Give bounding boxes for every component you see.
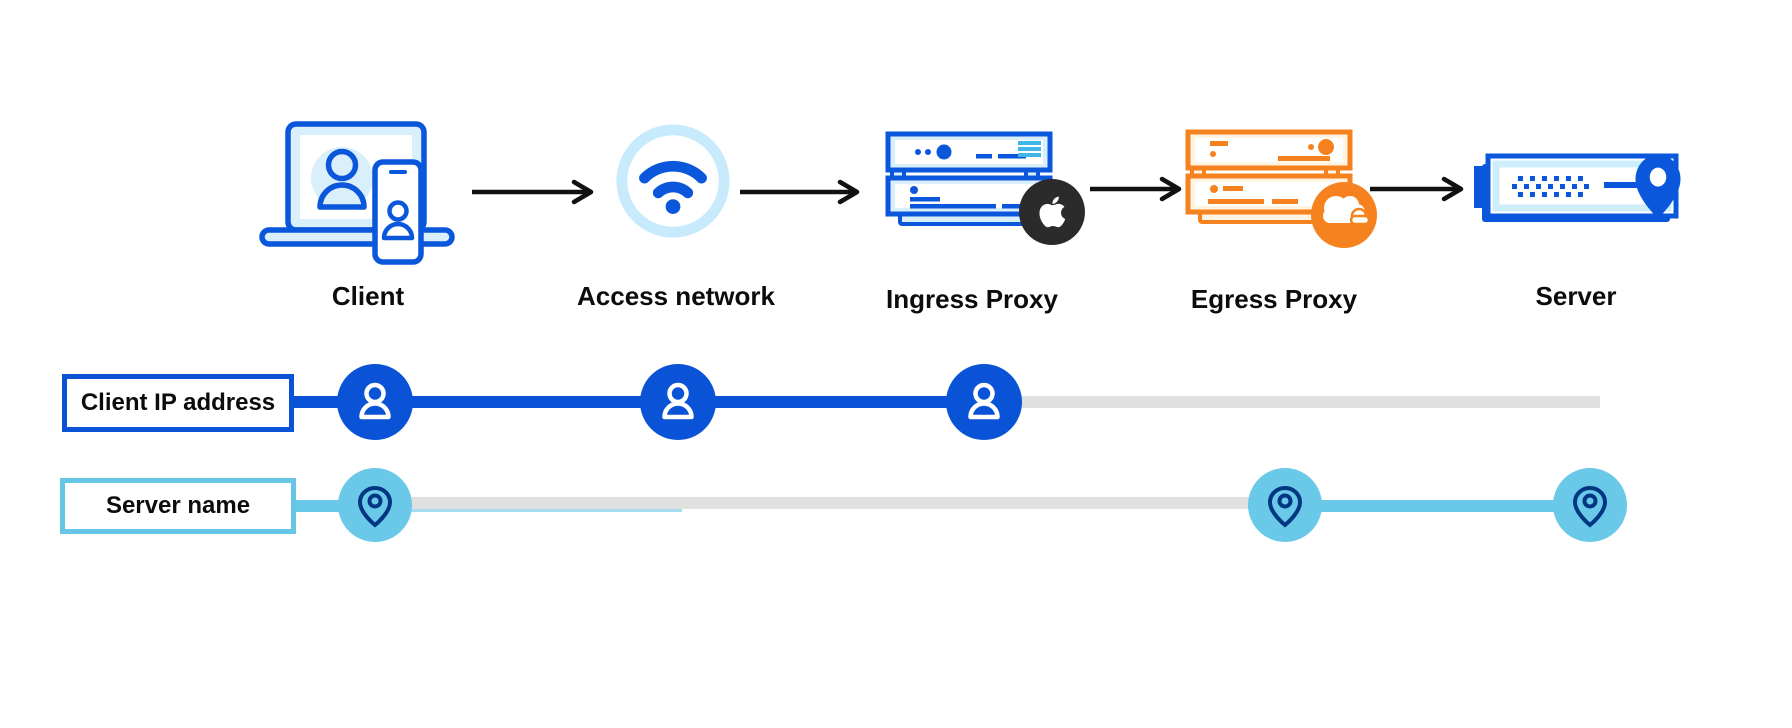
node-label-access-network: Access network [577, 281, 775, 311]
server-rack-icon [885, 131, 1085, 245]
client-ip-address-label: Client IP address [80, 389, 276, 416]
person-icon [359, 382, 391, 420]
pin-marker-egress-proxy [1248, 468, 1322, 542]
wifi-icon [616, 124, 730, 238]
node-label-server: Server [1535, 281, 1617, 311]
location-pin-icon [1635, 154, 1681, 219]
dot-matrix [1512, 176, 1589, 197]
server-name-track-thin-line [380, 509, 682, 512]
phone-icon [372, 159, 424, 265]
client-ip-track-active-line [288, 396, 984, 408]
arrow-icon [472, 179, 594, 205]
node-label-client: Client [331, 281, 405, 311]
server-name-label: Server name [105, 492, 251, 519]
node-label-egress-proxy: Egress Proxy [1190, 284, 1358, 314]
person-marker-access-network [640, 364, 716, 440]
person-icon [968, 382, 1000, 420]
arrow-icon [740, 179, 860, 205]
server-rack-icon [1185, 129, 1377, 248]
cloudflare-logo-icon [1311, 182, 1377, 248]
server-name-track-active-line [1285, 500, 1590, 512]
pin-marker-server [1553, 468, 1627, 542]
arrow-icon [1370, 176, 1464, 202]
location-pin-icon [1267, 485, 1303, 528]
person-marker-ingress-proxy [946, 364, 1022, 440]
server-location-icon [1474, 153, 1681, 222]
server-name-track-inactive-line [380, 497, 1288, 509]
client-ip-address-label-box: Client IP address [62, 374, 294, 432]
node-label-ingress-proxy: Ingress Proxy [886, 284, 1058, 314]
arrow-icon [1090, 176, 1182, 202]
client-devices-icon [259, 121, 455, 265]
server-name-label-box: Server name [60, 478, 296, 534]
location-pin-icon [1572, 485, 1608, 528]
person-marker-client [337, 364, 413, 440]
location-pin-icon [357, 485, 393, 528]
person-icon [662, 382, 694, 420]
indicator-lines [1018, 141, 1041, 157]
apple-logo-icon [1019, 179, 1085, 245]
person-icon [317, 148, 367, 210]
pin-marker-client [338, 468, 412, 542]
client-ip-track-inactive-line [984, 396, 1600, 408]
